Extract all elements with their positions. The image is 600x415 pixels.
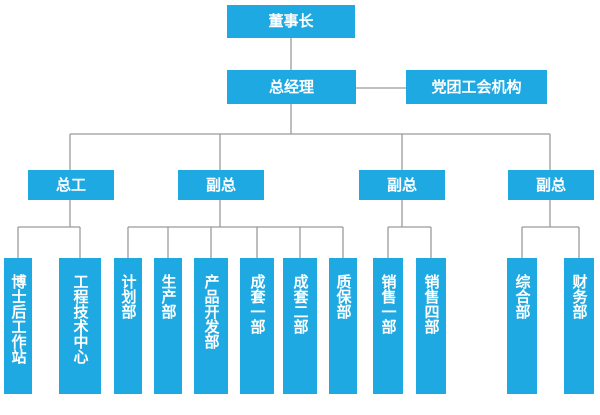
node-vice-president-1: 副总 xyxy=(178,170,264,200)
node-chief-engineer: 总工 xyxy=(28,170,114,200)
dept-general-affairs: 综合部 xyxy=(507,258,537,394)
node-vice-president-3: 副总 xyxy=(508,170,594,200)
dept-product-development: 产品开发部 xyxy=(194,258,228,394)
dept-sales-4: 销售四部 xyxy=(416,258,446,394)
dept-engineering-center: 工程技术中心 xyxy=(59,258,101,394)
dept-planning: 计划部 xyxy=(114,258,142,394)
dept-complete-set-1: 成套一部 xyxy=(240,258,274,394)
dept-production: 生产部 xyxy=(154,258,182,394)
dept-complete-set-2: 成套二部 xyxy=(283,258,317,394)
node-chairman: 董事长 xyxy=(227,5,355,38)
dept-quality-assurance: 质保部 xyxy=(329,258,357,394)
node-general-manager: 总经理 xyxy=(227,70,356,104)
dept-finance: 财务部 xyxy=(564,258,594,394)
node-vice-president-2: 副总 xyxy=(359,170,445,200)
node-party-union: 党团工会机构 xyxy=(406,70,547,104)
dept-postdoc-station: 博士后工作站 xyxy=(4,258,32,394)
dept-sales-1: 销售一部 xyxy=(373,258,403,394)
